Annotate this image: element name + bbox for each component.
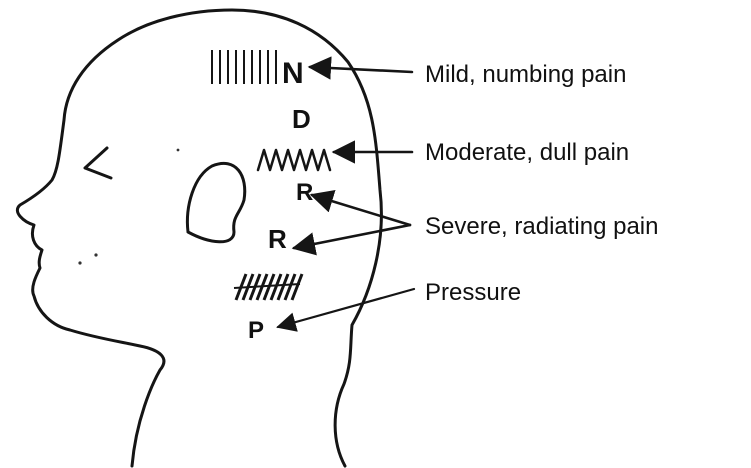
marker-dull: D <box>292 104 311 134</box>
arrow-mild <box>310 67 412 72</box>
arrow-pressure <box>278 289 414 327</box>
marker-pressure: P <box>248 317 264 344</box>
label-pressure: Pressure <box>425 279 521 306</box>
label-severe-radiating-pain: Severe, radiating pain <box>425 213 658 240</box>
eye-mark <box>85 148 111 178</box>
face-dot <box>78 261 81 264</box>
face-dot <box>94 253 97 256</box>
numbing-pain-symbol <box>212 50 276 84</box>
marker-numbing: N <box>282 57 304 90</box>
label-moderate-dull-pain: Moderate, dull pain <box>425 139 629 166</box>
marker-radiating-lower: R <box>268 224 287 254</box>
dull-pain-zigzag <box>258 150 330 170</box>
label-mild-numbing-pain: Mild, numbing pain <box>425 61 626 88</box>
ear <box>187 163 244 241</box>
arrow-severe-upper <box>312 195 410 225</box>
marker-radiating-upper: R <box>296 179 313 206</box>
arrow-severe-lower <box>294 225 410 248</box>
face-dot <box>177 149 180 152</box>
